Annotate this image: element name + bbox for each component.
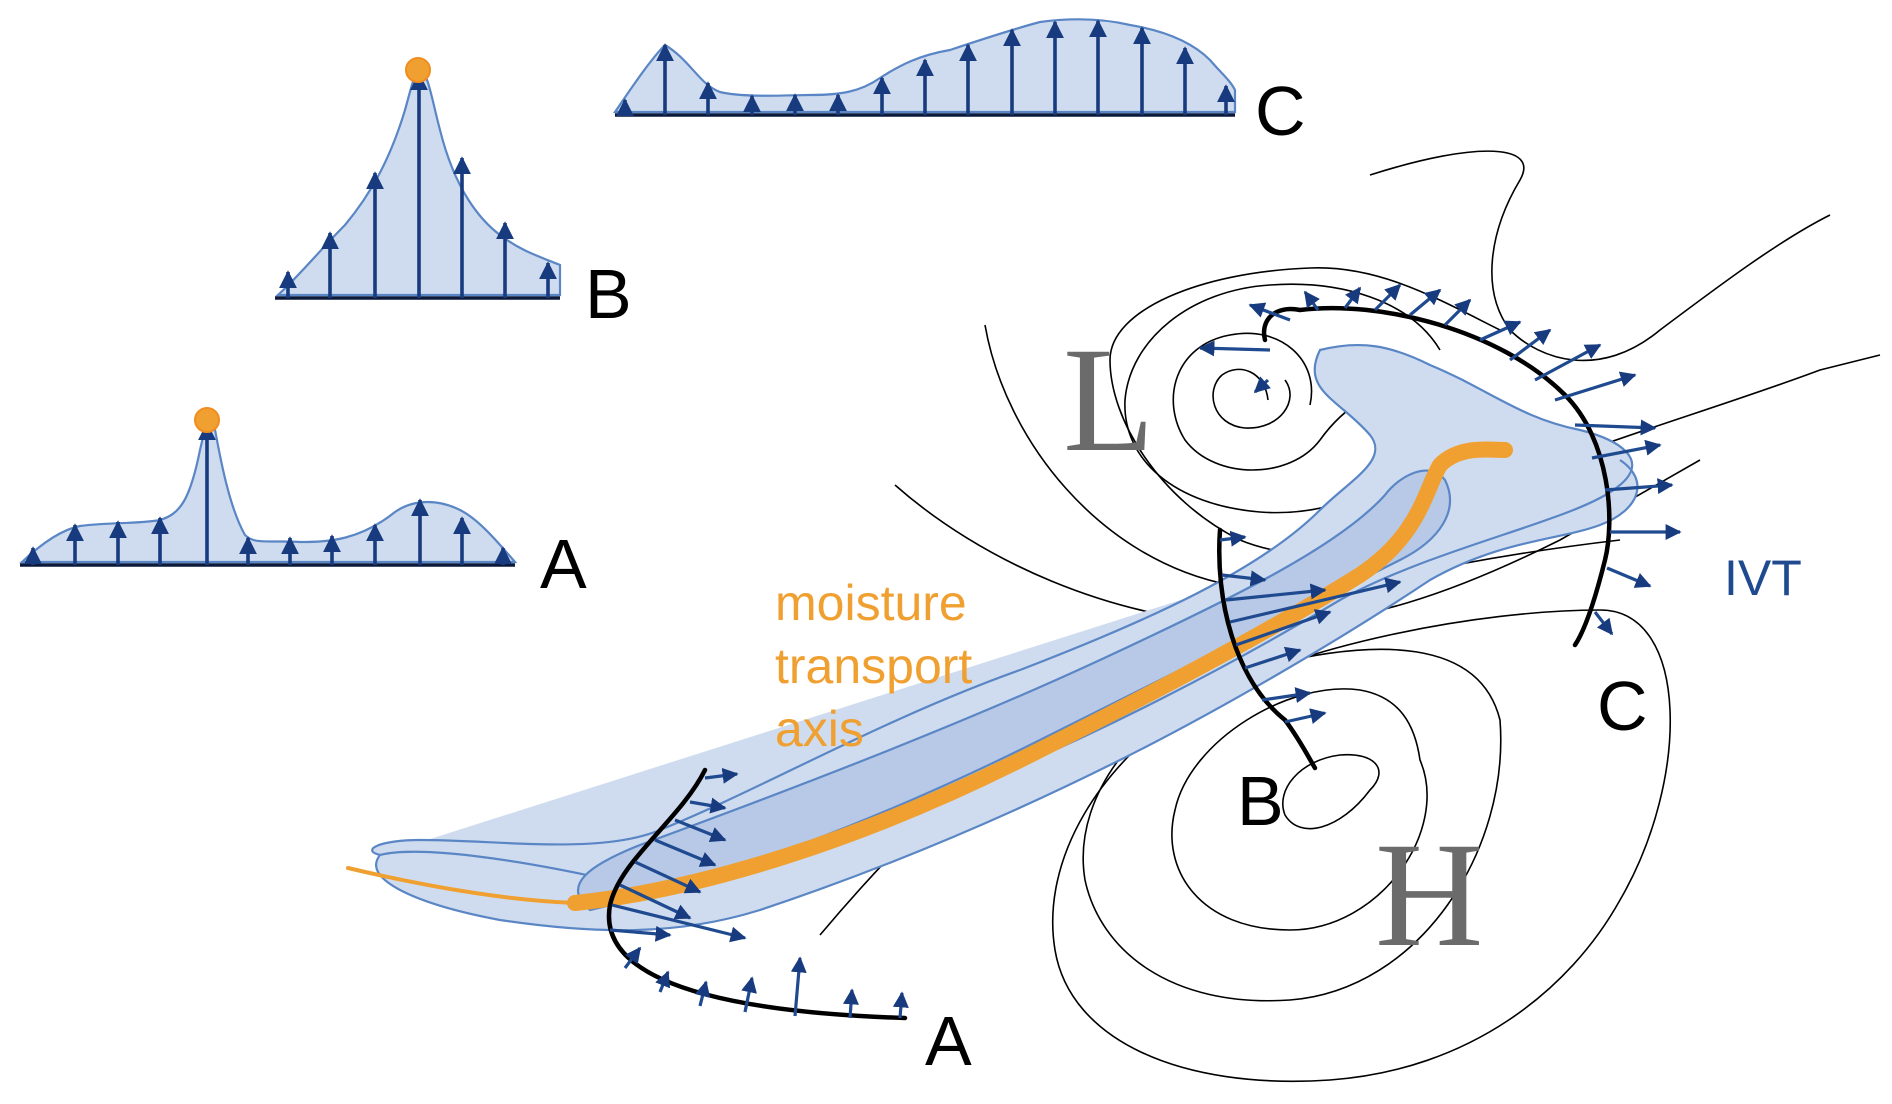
ivt-arrow xyxy=(1479,320,1522,342)
profile-b-maximum-marker xyxy=(405,57,431,83)
cross-section-line-b xyxy=(1217,527,1318,771)
high-pressure-label: H xyxy=(1375,812,1483,978)
outer-isobar-right xyxy=(1369,150,1831,362)
profile-a-envelope xyxy=(19,412,518,564)
moisture-axis-label-line3: axis xyxy=(775,701,864,757)
ivt-arrow xyxy=(1574,419,1657,436)
profile-a-label: A xyxy=(540,525,587,603)
low-isobar-2 xyxy=(1172,332,1421,471)
section-c-ivt-arrows xyxy=(1198,283,1682,636)
ivt-arrow xyxy=(1261,687,1312,703)
profile-b-label: B xyxy=(585,255,632,333)
high-isobar-3 xyxy=(1082,648,1502,1002)
ivt-arrow xyxy=(1303,290,1320,311)
moisture-transport-axis-tail xyxy=(346,866,577,905)
ivt-arrow xyxy=(1606,566,1652,588)
ivt-arrow xyxy=(1509,328,1552,362)
ivt-arrow xyxy=(1591,439,1662,460)
profile-c-stems xyxy=(616,19,1235,117)
ivt-arrow xyxy=(1221,570,1267,587)
profile-a: A xyxy=(19,407,587,603)
profile-c: C xyxy=(612,18,1306,150)
profile-a-maximum-marker xyxy=(194,407,220,433)
ivt-arrow xyxy=(1373,283,1402,312)
profile-b-stems xyxy=(279,72,557,298)
profile-c-label: C xyxy=(1255,72,1306,150)
ivt-arrow xyxy=(654,838,717,867)
high-isobar-inner xyxy=(1282,753,1380,830)
section-b-ivt-arrows xyxy=(1219,530,1402,724)
ivt-arrow xyxy=(655,970,671,993)
low-pressure-label: L xyxy=(1063,317,1155,483)
ivt-arrow xyxy=(1235,609,1332,647)
ivt-arrow xyxy=(1604,478,1674,495)
profile-b: B xyxy=(275,57,632,333)
ivt-arrow xyxy=(1253,376,1272,394)
ivt-arrow xyxy=(1219,530,1247,547)
ivt-arrow xyxy=(689,797,727,814)
ivt-arrow xyxy=(741,976,757,1013)
ivt-arrow xyxy=(1534,343,1602,382)
profile-a-stems xyxy=(24,422,512,565)
ivt-arrow xyxy=(611,903,747,943)
ivt-arrow xyxy=(1244,646,1302,670)
ivt-arrow xyxy=(1443,298,1472,327)
ivt-label: IVT xyxy=(1724,550,1802,606)
high-isobar-2 xyxy=(1171,688,1428,931)
moisture-transport-axis xyxy=(567,441,1513,911)
ivt-arrow xyxy=(1248,302,1291,322)
ivt-arrow xyxy=(704,767,739,784)
ivt-arrow xyxy=(790,956,807,1017)
moisture-axis-label-line1: moisture xyxy=(775,575,967,631)
ivt-arrow xyxy=(842,988,859,1019)
ivt-arrow xyxy=(1284,708,1327,724)
ivt-arrow xyxy=(1198,340,1271,357)
low-isobar-inner xyxy=(1212,368,1291,429)
ivt-arrow xyxy=(694,980,711,1007)
ivt-arrow xyxy=(1593,611,1614,636)
ivt-arrow xyxy=(619,883,692,920)
section-a-map-label: A xyxy=(925,1002,972,1080)
ivt-arrow xyxy=(609,925,672,942)
ivt-arrow xyxy=(623,946,642,969)
ivt-arrow xyxy=(1408,288,1442,317)
ivt-arrow xyxy=(1229,577,1402,624)
ivt-core-inner xyxy=(577,469,1451,912)
section-c-map-label: C xyxy=(1597,667,1648,745)
ivt-arrow xyxy=(674,818,727,843)
section-b-map-label: B xyxy=(1237,762,1284,840)
moisture-axis-label-line2: transport xyxy=(775,638,972,694)
section-a-ivt-arrows xyxy=(609,767,909,1019)
ivt-arrow xyxy=(1225,583,1327,602)
ivt-arrow xyxy=(1554,371,1637,402)
cross-section-line-c xyxy=(1261,305,1612,648)
ivt-arrow xyxy=(892,991,909,1019)
ivt-arrow xyxy=(1343,286,1362,309)
ivt-arrow xyxy=(634,860,702,894)
